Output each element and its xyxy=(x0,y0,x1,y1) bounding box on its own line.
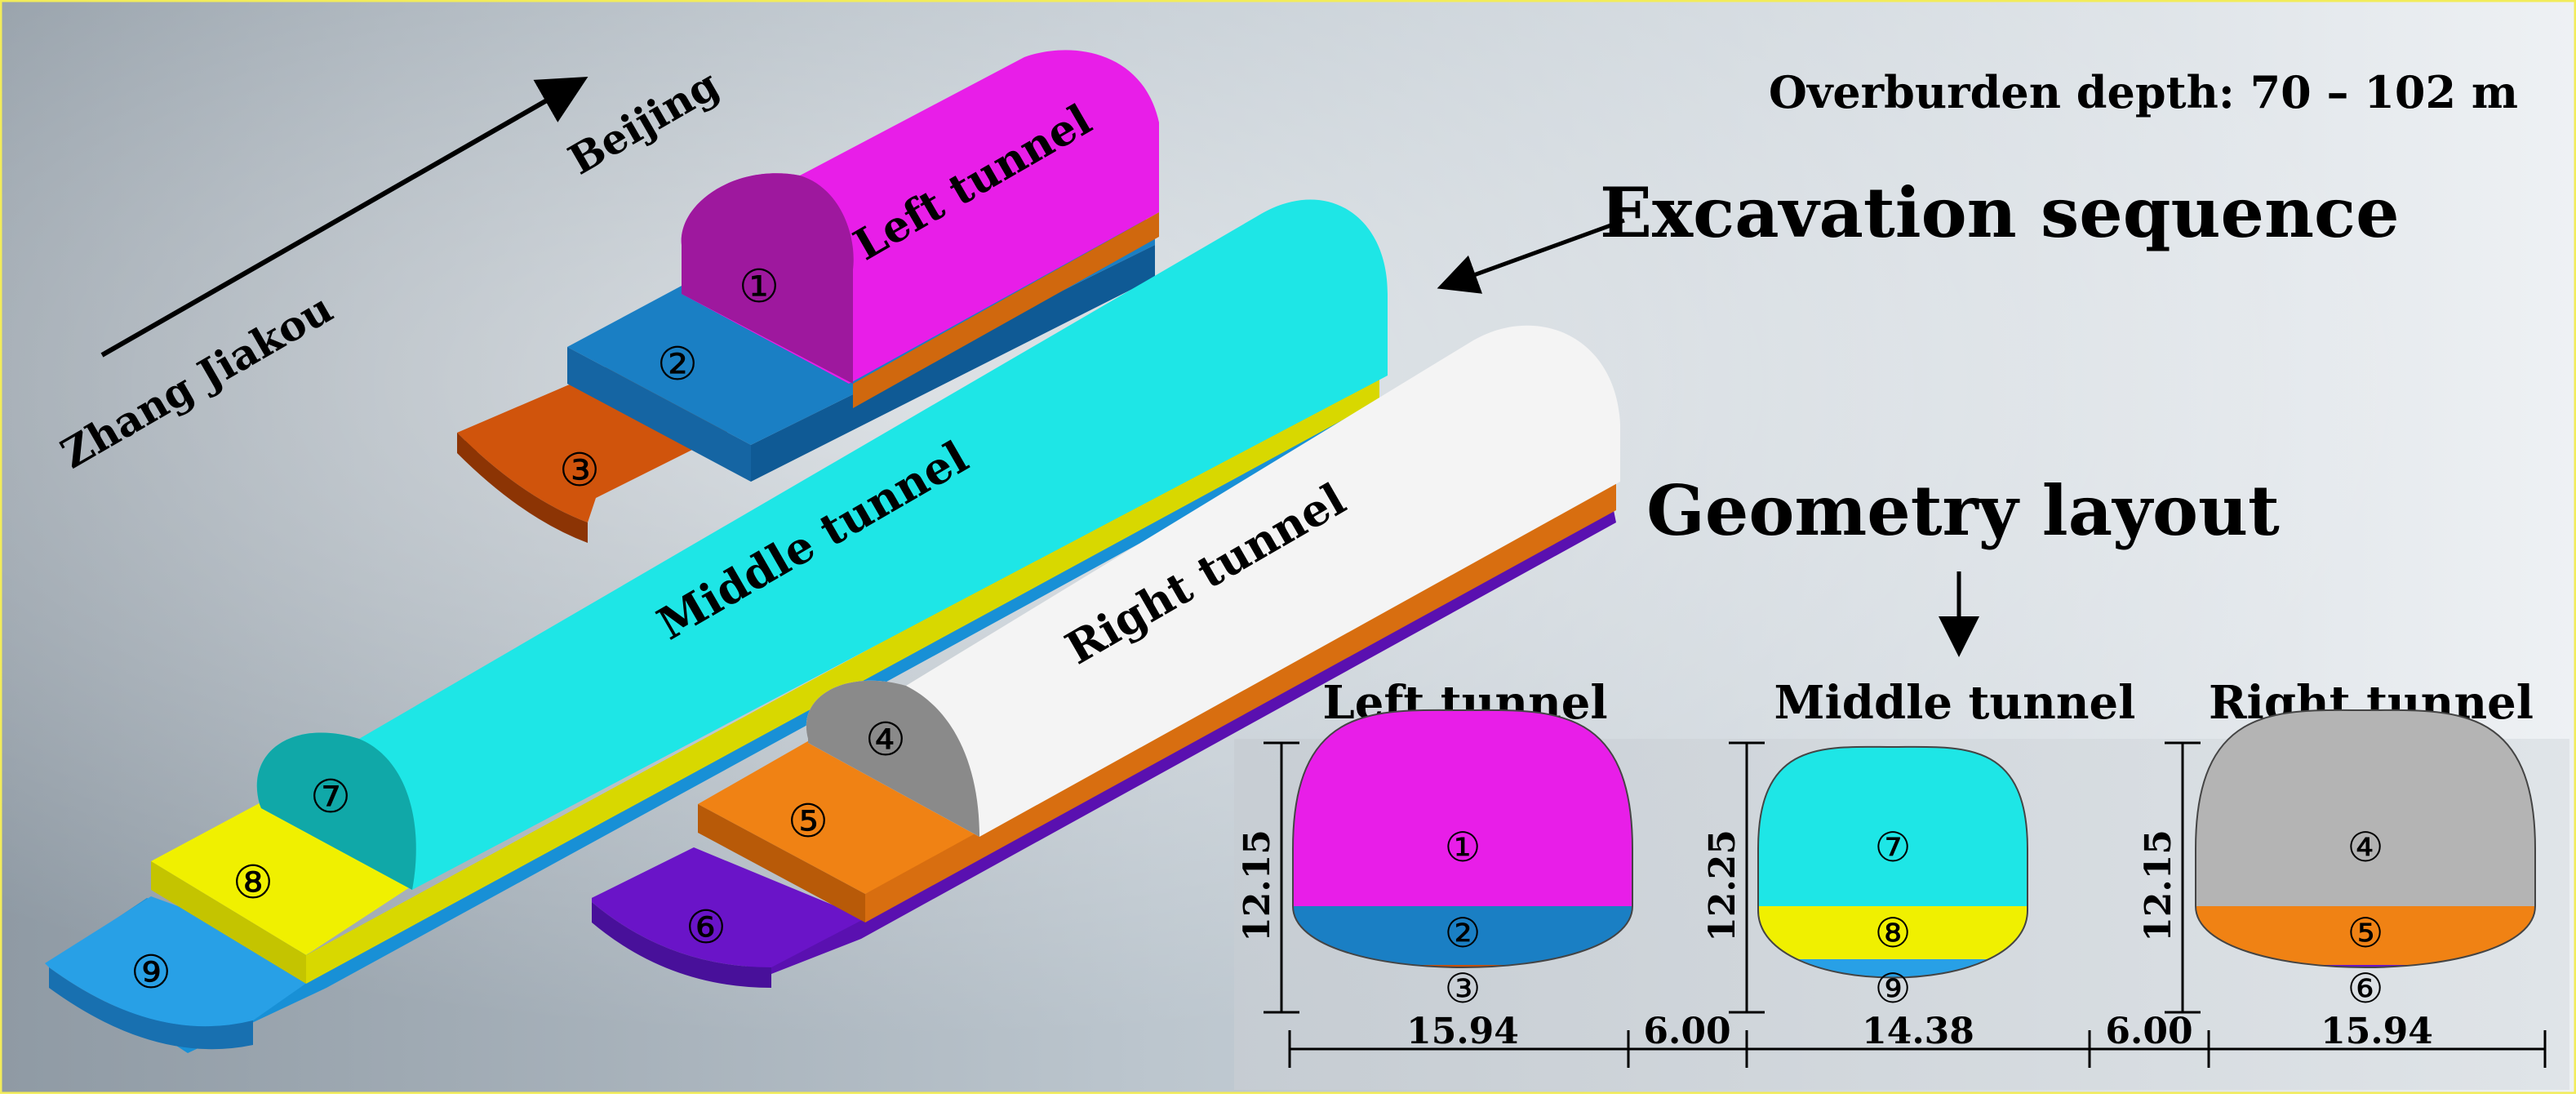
middle-step9-top xyxy=(45,896,335,1027)
right-spacing-value: 6.00 xyxy=(2105,1011,2192,1052)
left-step1-edge xyxy=(853,212,1159,408)
left-step3-front xyxy=(457,433,588,543)
right-step4-number: ④ xyxy=(865,713,906,767)
left-height-value: 12.15 xyxy=(1237,829,1278,942)
left-step1-end xyxy=(681,173,854,384)
middle-section-outline xyxy=(1757,745,2028,979)
middle-step8-number: ⑧ xyxy=(233,856,273,909)
middle-section-step8 xyxy=(1758,906,2027,959)
right-step5-number: ⑤ xyxy=(788,795,828,848)
right-tunnel-3d: Right tunnel ④ ⑤ ⑥ xyxy=(592,325,1620,988)
right-step5-side xyxy=(865,482,1616,922)
left-section-step3 xyxy=(1293,965,1632,967)
left-section-outline xyxy=(1292,709,1633,968)
right-step5-front xyxy=(698,804,865,922)
direction-arrow xyxy=(100,77,588,358)
right-width-value: 15.94 xyxy=(2321,1011,2433,1052)
middle-step9-number: ⑨ xyxy=(131,946,171,999)
right-step6-front xyxy=(592,902,771,988)
left-step2-side xyxy=(751,245,1155,482)
middle-step8-side xyxy=(306,371,1379,984)
middle-section-number9: ⑨ xyxy=(1875,965,1912,1012)
middle-step8-top xyxy=(151,800,412,955)
right-section-number6: ⑥ xyxy=(2347,965,2384,1012)
middle-step7-number: ⑦ xyxy=(310,771,351,824)
left-step2-number: ② xyxy=(657,338,698,391)
right-step6-number: ⑥ xyxy=(686,901,726,954)
left-step3-number: ③ xyxy=(559,444,600,497)
left-tunnel-3d: Left tunnel ① ② ③ xyxy=(457,50,1159,543)
left-section-number2: ② xyxy=(1445,909,1481,957)
middle-width-value: 14.38 xyxy=(1862,1011,1974,1052)
geometry-title: Geometry layout xyxy=(1646,470,2280,551)
middle-step7-end xyxy=(256,732,416,890)
right-height-value: 12.15 xyxy=(2138,829,2179,942)
left-step2-front xyxy=(567,347,751,482)
middle-section-number8: ⑧ xyxy=(1875,909,1912,957)
right-section: ④ ⑤ ⑥ 12.15 xyxy=(2138,709,2536,1014)
right-section-step4 xyxy=(2196,709,2535,906)
right-step6-top xyxy=(592,847,865,967)
width-dimensions: 15.94 6.00 14.38 6.00 15.94 xyxy=(1288,1011,2547,1068)
overburden-text: Overburden depth: 70 – 102 m xyxy=(1769,66,2518,118)
middle-section-step7 xyxy=(1758,746,2027,906)
left-section-number1: ① xyxy=(1445,824,1481,871)
right-section-step6 xyxy=(2196,965,2535,967)
right-section-number5: ⑤ xyxy=(2347,909,2384,957)
right-section-number4: ④ xyxy=(2347,824,2384,871)
middle-section-title: Middle tunnel xyxy=(1774,676,2136,730)
left-step1-number: ① xyxy=(739,260,779,313)
middle-section-number7: ⑦ xyxy=(1875,824,1912,871)
excavation-arrow xyxy=(1437,218,1625,294)
right-step4-body xyxy=(806,325,1620,838)
middle-step8-front xyxy=(151,861,306,984)
left-width-value: 15.94 xyxy=(1406,1011,1519,1052)
left-section-step1 xyxy=(1293,709,1632,906)
right-step5-top xyxy=(698,739,979,894)
right-step4-end xyxy=(806,680,979,837)
middle-step9-front xyxy=(49,967,253,1050)
left-section-number3: ③ xyxy=(1445,965,1481,1012)
middle-height-value: 12.25 xyxy=(1702,829,1743,942)
left-spacing-value: 6.00 xyxy=(1643,1011,1730,1052)
middle-step7-body xyxy=(256,199,1388,890)
right-section-outline xyxy=(2195,709,2536,968)
excavation-title: Excavation sequence xyxy=(1600,172,2400,253)
middle-section: ⑦ ⑧ ⑨ 12.25 xyxy=(1702,741,2028,1014)
